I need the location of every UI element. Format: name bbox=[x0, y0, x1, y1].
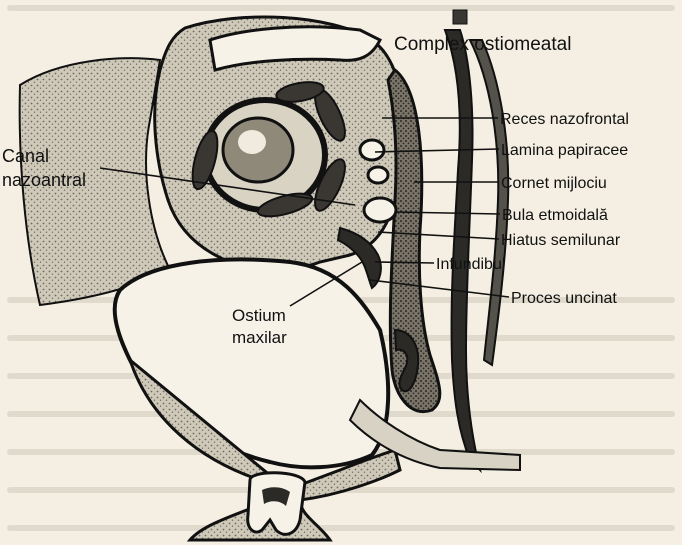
ethmoid-bulla bbox=[364, 198, 396, 222]
title-marker-icon bbox=[453, 10, 467, 24]
diagram-title: Complex ostiomeatal bbox=[394, 34, 571, 55]
label-text-line: Infundibul bbox=[436, 256, 505, 273]
label-text-line: nazoantral bbox=[2, 170, 86, 190]
label-text-line: Reces nazofrontal bbox=[500, 111, 629, 128]
label-text-line: Hiatus semilunar bbox=[501, 232, 621, 249]
label-text-line: Lamina papiracee bbox=[501, 142, 628, 159]
label-text-line: maxilar bbox=[232, 328, 287, 347]
label-text-line: Bula etmoidală bbox=[502, 207, 608, 224]
label-text-line: Cornet mijlociu bbox=[501, 175, 607, 192]
label-text-line: Canal bbox=[2, 146, 49, 166]
label-text-line: Proces uncinat bbox=[511, 290, 617, 307]
leader-line bbox=[375, 262, 434, 263]
tooth bbox=[248, 473, 305, 535]
label-text-line: Ostium bbox=[232, 306, 286, 325]
